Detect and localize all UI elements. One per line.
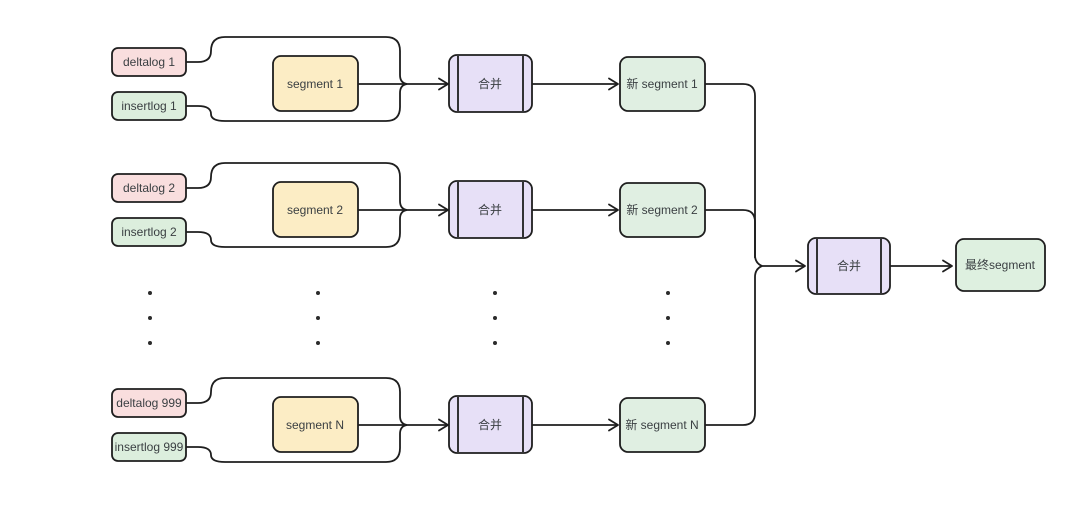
junction-connector (705, 83, 763, 267)
new-segment-node (619, 56, 706, 112)
new-segment-label: 新 segment 2 (626, 202, 698, 217)
dot (666, 316, 670, 320)
flow-row-2: deltalog 2 insertlog 2 segment 2 合并 新 se… (111, 162, 756, 258)
insertlog-connector (186, 83, 408, 122)
final-segment-node (955, 238, 1046, 292)
dot (148, 341, 152, 345)
final-merge-label: 合并 (837, 258, 861, 273)
new-segment-label: 新 segment 1 (626, 76, 698, 91)
deltalog-node (111, 47, 187, 77)
insertlog-connector (186, 209, 408, 248)
dot (148, 291, 152, 295)
dot (493, 341, 497, 345)
flow-row-n: deltalog 999 insertlog 999 segment N 合并 … (111, 265, 763, 463)
segment-node (272, 55, 359, 112)
junction-connector (705, 265, 763, 426)
segment-label: segment 1 (287, 77, 343, 91)
dot (316, 341, 320, 345)
segment-label: segment 2 (287, 203, 343, 217)
junction-connector (705, 209, 756, 258)
insertlog-label: insertlog 1 (121, 99, 177, 113)
segment-node (272, 396, 359, 453)
merge-node: 合并 (448, 395, 533, 454)
new-segment-label: 新 segment N (625, 417, 698, 432)
merge-label: 合并 (478, 202, 502, 217)
merge-node: 合并 (448, 180, 533, 239)
final-segment-label: 最终segment (965, 257, 1036, 272)
deltalog-label: deltalog 999 (116, 396, 182, 410)
merge-label: 合并 (478, 76, 502, 91)
insertlog-connector (186, 424, 408, 463)
dot (666, 341, 670, 345)
dot (316, 316, 320, 320)
final-merge-stage: 合并 最终segment (762, 237, 1046, 295)
flow-row-1: deltalog 1 insertlog 1 segment 1 合并 新 se… (111, 36, 763, 267)
insertlog-node (111, 217, 187, 247)
deltalog-connector (186, 162, 408, 211)
dot (666, 291, 670, 295)
insertlog-label: insertlog 2 (121, 225, 177, 239)
new-segment-node (619, 397, 706, 453)
deltalog-node (111, 388, 187, 418)
final-merge-node: 合并 (807, 237, 891, 295)
dot (493, 291, 497, 295)
dot (493, 316, 497, 320)
deltalog-label: deltalog 2 (123, 181, 175, 195)
deltalog-connector (186, 36, 408, 85)
ellipsis-dots (148, 291, 670, 345)
deltalog-connector (186, 377, 408, 426)
merge-label: 合并 (478, 417, 502, 432)
segment-label: segment N (286, 418, 344, 432)
dot (316, 291, 320, 295)
deltalog-node (111, 173, 187, 203)
insertlog-node (111, 432, 187, 462)
insertlog-node (111, 91, 187, 121)
new-segment-node (619, 182, 706, 238)
segment-node (272, 181, 359, 238)
insertlog-label: insertlog 999 (115, 440, 184, 454)
dot (148, 316, 152, 320)
deltalog-label: deltalog 1 (123, 55, 175, 69)
merge-node: 合并 (448, 54, 533, 113)
